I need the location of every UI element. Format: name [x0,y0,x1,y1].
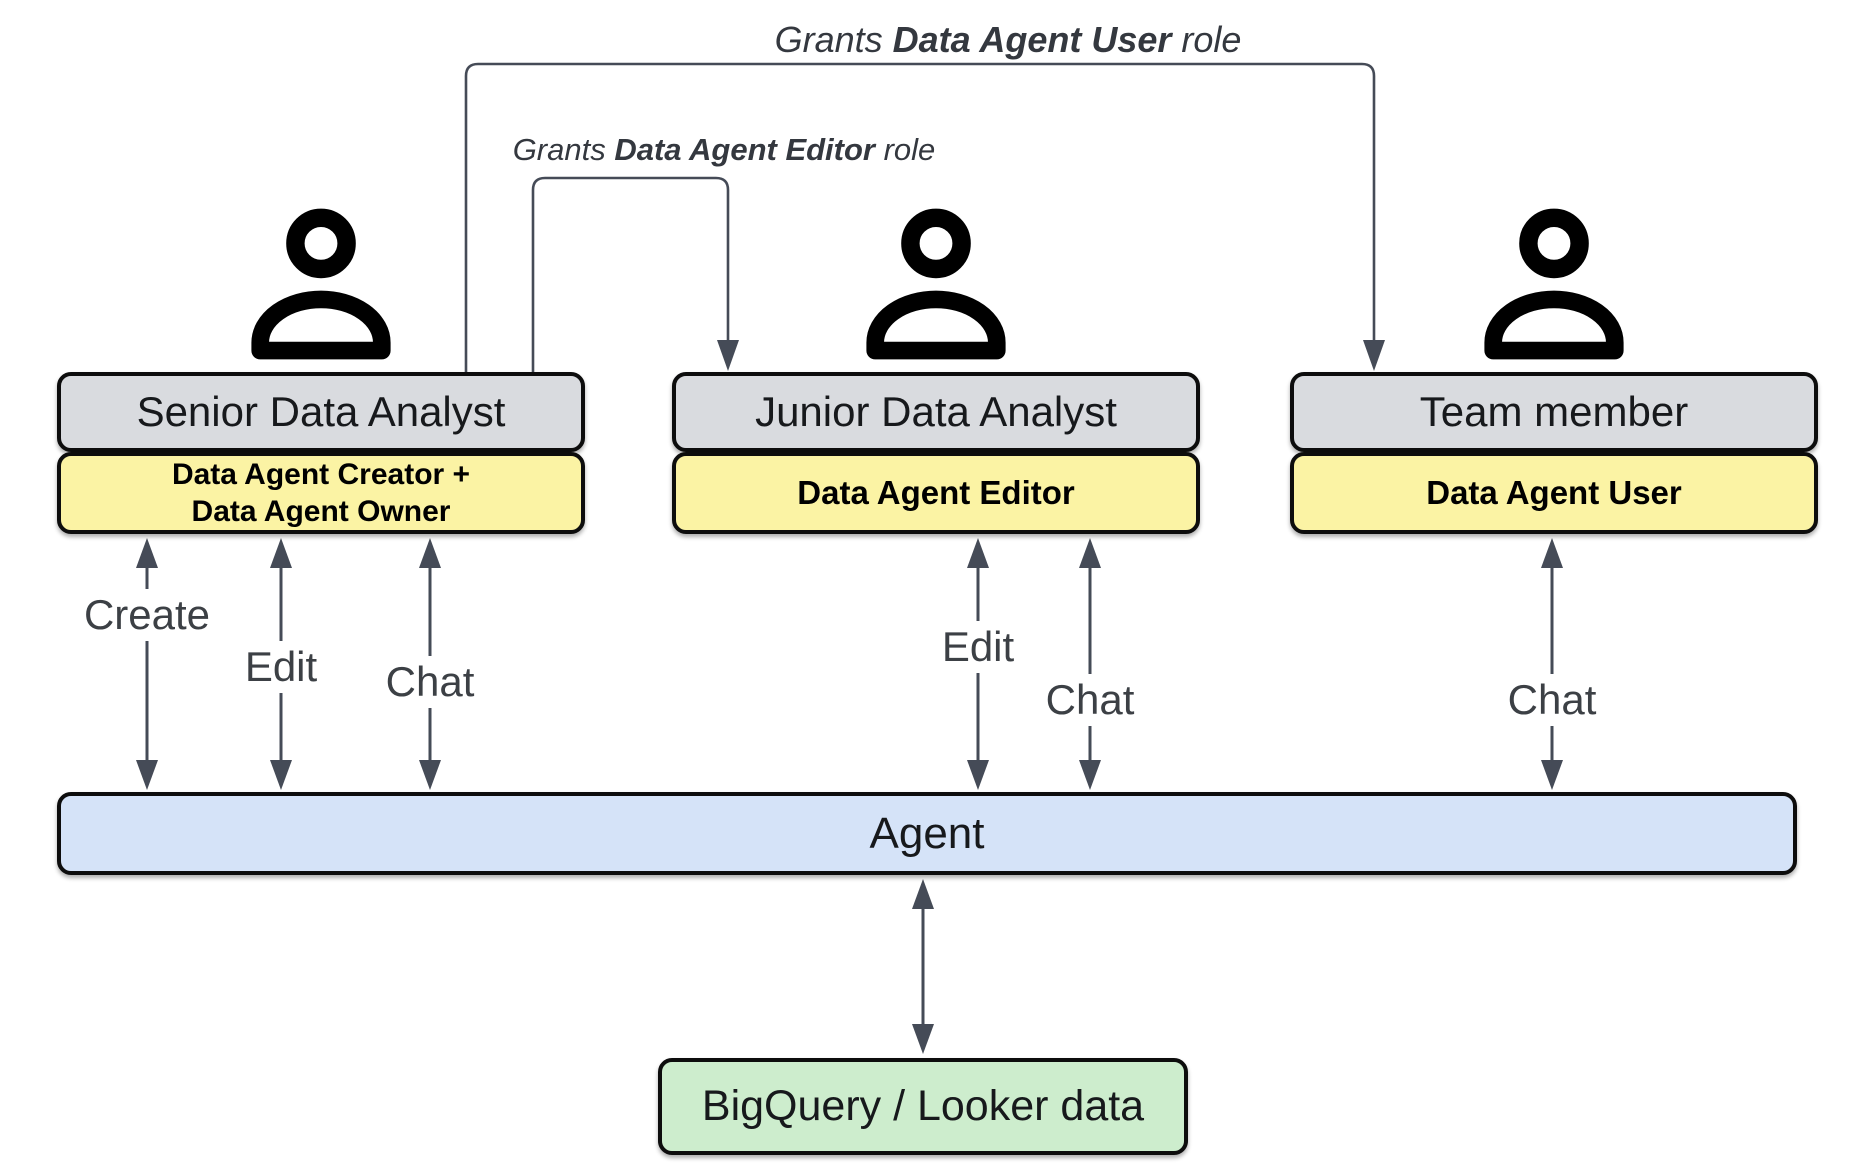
grant-editor-role: Data Agent Editor [614,132,875,167]
junior-analyst-title-box: Junior Data Analyst [672,372,1200,452]
grant-editor-prefix: Grants [512,132,615,167]
create-arrow [136,538,158,790]
datasource-label: BigQuery / Looker data [701,1082,1145,1130]
datasource-box: BigQuery / Looker data [658,1058,1188,1155]
person-icon [866,208,1006,360]
junior-chat-arrow [1079,538,1101,790]
junior-role: Data Agent Editor [797,474,1075,511]
junior-chat-label: Chat [1035,674,1145,726]
senior-analyst-title: Senior Data Analyst [136,388,506,435]
grant-user-prefix: Grants [774,19,893,60]
grant-user-label: Grants Data Agent User role [775,19,1242,61]
agent-label: Agent [869,808,985,858]
agent-data-arrow [912,879,934,1054]
team-member-title: Team member [1419,388,1689,435]
team-member-role-box: Data Agent User [1290,452,1818,534]
senior-analyst-role-box: Data Agent Creator + Data Agent Owner [57,452,585,534]
grant-editor-label: Grants Data Agent Editor role [513,132,936,168]
grant-editor-connector [531,176,739,372]
senior-edit-label: Edit [234,641,328,693]
person-icon [251,208,391,360]
team-chat-label: Chat [1497,674,1607,726]
senior-role-line1: Data Agent Creator + [171,458,471,491]
agent-box: Agent [57,792,1797,875]
team-role: Data Agent User [1426,474,1682,511]
team-member-title-box: Team member [1290,372,1818,452]
junior-edit-label: Edit [931,621,1025,673]
senior-role-line2: Data Agent Owner [191,495,451,528]
grant-user-role: Data Agent User [892,19,1172,60]
junior-analyst-title: Junior Data Analyst [755,388,1117,435]
senior-analyst-title-box: Senior Data Analyst [57,372,585,452]
junior-analyst-role-box: Data Agent Editor [672,452,1200,534]
grant-user-suffix: role [1171,19,1242,60]
create-label: Create [73,589,221,641]
senior-chat-label: Chat [375,656,485,708]
team-chat-arrow [1541,538,1563,790]
person-icon [1484,208,1624,360]
grant-editor-suffix: role [874,132,936,167]
grant-user-connector [464,62,1385,372]
